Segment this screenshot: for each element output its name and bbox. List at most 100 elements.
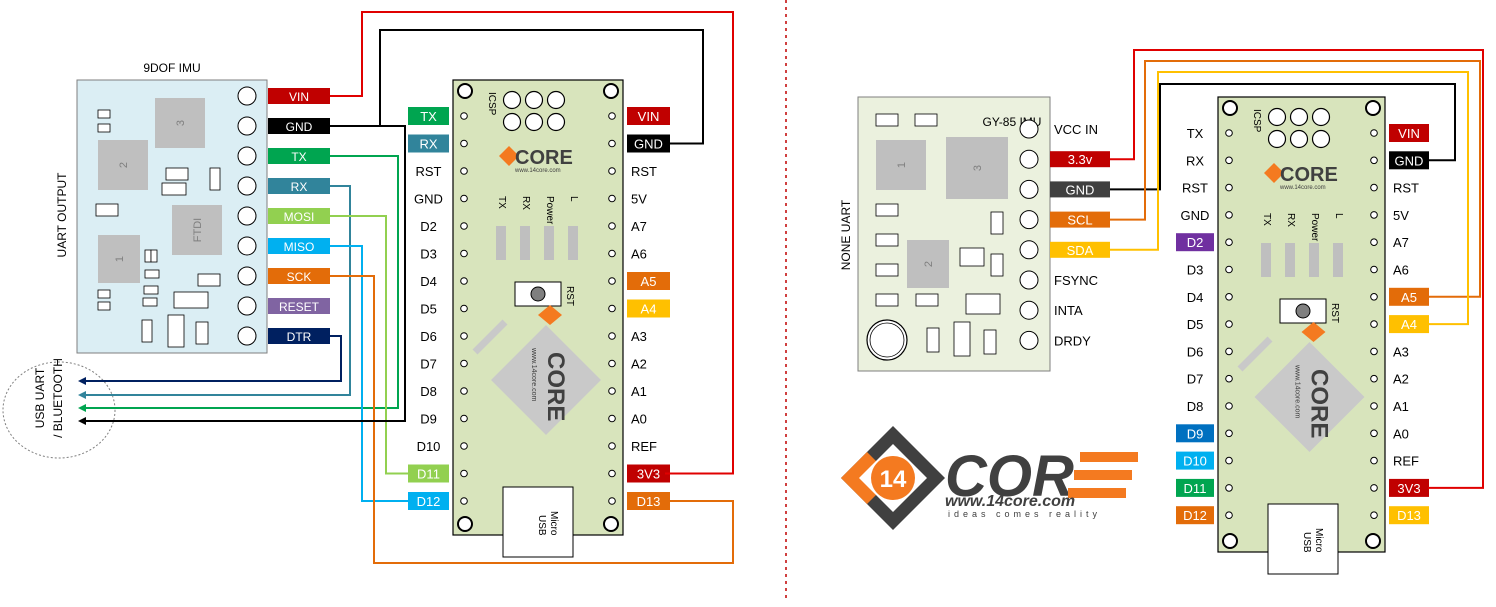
left-pin-d13-right-bg	[627, 492, 670, 510]
right-pad-right	[1370, 183, 1378, 192]
right-mount-hole	[1222, 100, 1238, 116]
right-pin-a1-right: A1	[1393, 399, 1409, 414]
left-led-label-power: Power	[544, 196, 555, 225]
left-pin-tx-left-text: TX	[420, 109, 437, 124]
left-imu-pin-vin: VIN	[268, 88, 330, 104]
left-pad-right	[608, 249, 616, 258]
left-imu-pin-dtr: DTR	[268, 328, 330, 344]
right-pin-d9-left: D9	[1176, 424, 1214, 443]
right-mount-hole	[1365, 100, 1381, 116]
right-pad-right	[1370, 511, 1378, 520]
left-reset-label: RST	[564, 286, 575, 306]
left-diamond-logo	[491, 325, 601, 435]
left-imu-component	[95, 203, 119, 217]
left-imu-pad	[237, 116, 257, 136]
right-pad-left	[1225, 456, 1233, 465]
right-pin-a2-right: A2	[1393, 372, 1409, 387]
left-pad-left	[460, 442, 468, 450]
left-pad-left	[460, 277, 468, 285]
left-pin-5v-right: 5V	[631, 192, 647, 207]
right-pad-right	[1370, 347, 1378, 356]
wire-33v-to-3v3	[1110, 49, 1484, 489]
left-board-body	[452, 79, 624, 536]
big-logo-e-bar	[1080, 452, 1138, 462]
left-imu-component	[209, 167, 221, 191]
left-pad-right	[608, 332, 616, 340]
left-pin-5v-right-text: 5V	[631, 192, 647, 207]
right-micro-usb-line1: Micro	[1313, 528, 1324, 553]
right-pin-ref-right-text: REF	[1393, 454, 1419, 469]
left-pad-right	[608, 139, 616, 148]
right-pin-d6-left-text: D6	[1187, 344, 1204, 359]
left-reset-button	[530, 286, 546, 302]
left-icsp-pin	[546, 90, 566, 110]
left-imu-pin-sck-text: SCK	[287, 270, 312, 284]
right-pin-d13-right: D13	[1389, 506, 1429, 525]
right-pad-left	[1225, 429, 1233, 438]
right-imu-component	[875, 263, 899, 277]
left-pin-d4-left: D4	[420, 274, 437, 289]
right-imu-pin-sda: SDA	[1050, 241, 1110, 258]
left-pin-d2-left: D2	[420, 219, 437, 234]
right-pin-a5-right-bg	[1389, 287, 1429, 306]
left-pad-left	[460, 112, 468, 120]
right-pad-left	[1225, 183, 1233, 192]
left-imu-component	[141, 319, 153, 343]
right-pin-vin-right-bg	[1389, 124, 1429, 142]
big-logo-word: COR	[945, 444, 1074, 509]
wire-mosi-to-d11	[330, 215, 413, 475]
left-pin-d12-left-text: D12	[417, 494, 441, 509]
right-pin-vin-right-text: VIN	[1398, 126, 1420, 141]
left-pin-d2-left-text: D2	[420, 219, 437, 234]
left-icsp-pin	[502, 112, 522, 132]
wire-miso-to-d12	[330, 245, 413, 502]
right-mount-hole	[1222, 533, 1238, 549]
right-imu-buzzer-inner	[869, 322, 905, 358]
right-pad-left	[1225, 265, 1233, 274]
left-pad-right	[608, 359, 616, 368]
right-pad-left	[1225, 374, 1233, 383]
left-led-rx	[520, 226, 530, 260]
left-imu-chip-label: 1	[114, 256, 126, 262]
left-imu-component	[173, 291, 209, 309]
right-pin-a5-right-text: A5	[1401, 290, 1417, 305]
right-diamond-logo-url: www.14core.com	[1294, 364, 1301, 418]
right-imu-component	[875, 113, 899, 127]
left-pin-d7-left: D7	[420, 357, 437, 372]
left-pad-left	[460, 332, 468, 340]
right-reset-button	[1295, 303, 1311, 319]
left-imu-chip	[172, 205, 222, 255]
wire-dtr-to-usb	[78, 335, 342, 385]
left-pad-right	[608, 222, 616, 230]
left-pin-vin-right: VIN	[627, 107, 670, 125]
left-imu-pin-reset-text: RESET	[279, 300, 320, 314]
right-pin-gnd-left-text: GND	[1181, 208, 1210, 223]
left-led-l	[568, 226, 578, 260]
left-imu-component	[97, 301, 111, 311]
left-pin-d9-left: D9	[420, 412, 437, 427]
left-pin-rst-left-text: RST	[416, 164, 442, 179]
left-imu-pad	[237, 176, 257, 196]
left-pin-vin-right-bg	[627, 107, 670, 125]
left-imu-pin-vin-bg	[268, 88, 330, 104]
right-pin-a1-right-text: A1	[1393, 399, 1409, 414]
left-micro-usb-line1: Micro	[548, 511, 559, 536]
left-imu-component	[143, 285, 159, 295]
left-pad-left	[460, 194, 468, 203]
right-pad-right	[1370, 293, 1378, 301]
right-imu-component	[959, 247, 985, 267]
left-pin-d13-right-text: D13	[637, 494, 661, 509]
wire-gnd-to-gnd	[1110, 83, 1456, 191]
left-pin-tx-left: TX	[408, 107, 449, 125]
left-imu-pin-dtr-text: DTR	[287, 330, 312, 344]
left-imu-chip	[155, 98, 205, 148]
right-imu-component	[926, 327, 940, 353]
wire-sda-to-a4	[1110, 71, 1469, 326]
right-pin-d3-left-text: D3	[1187, 263, 1204, 278]
right-imu-pad	[1019, 119, 1039, 139]
left-pin-d6-left: D6	[420, 329, 437, 344]
left-pin-rx-left-bg	[408, 134, 449, 153]
